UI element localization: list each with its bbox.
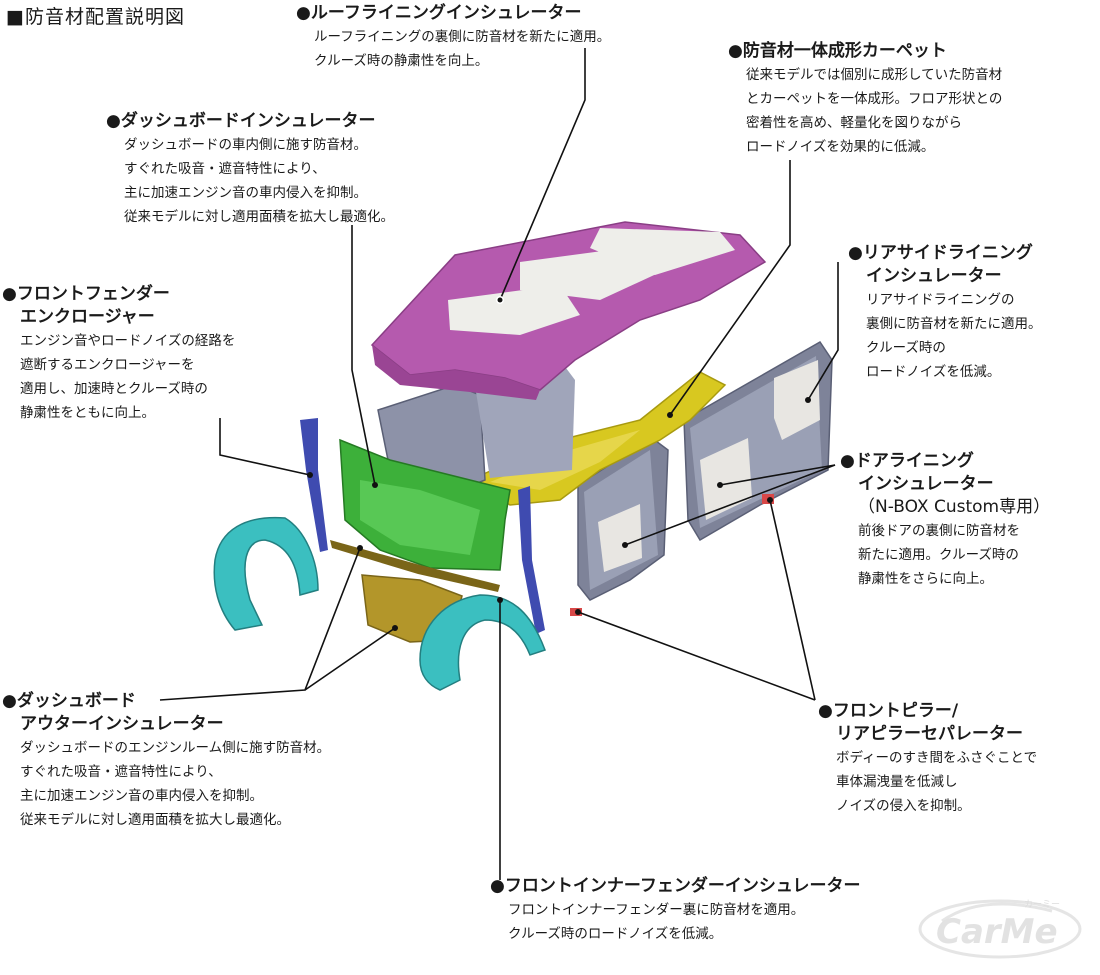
callout-text: すぐれた吸音・遮音特性により、: [124, 161, 326, 177]
callout-text: 新たに適用。クルーズ時の: [858, 547, 1019, 563]
leader-carpet: [669, 160, 791, 416]
callout-heading: ●ダッシュボード: [2, 691, 136, 711]
callout-heading: （N-BOX Custom専用）: [858, 497, 1051, 517]
leader-door-rear: [719, 464, 836, 486]
callout-text: 静粛性をともに向上。: [20, 405, 155, 421]
callout-heading: ●ダッシュボードインシュレーター: [106, 111, 376, 131]
dashboard-insulator: [339, 438, 511, 571]
leader-dash-outer-b: [304, 627, 396, 691]
logo-kana: カーミー: [1024, 899, 1060, 910]
pillar-separator-front: [300, 418, 545, 634]
callout-heading: インシュレーター: [858, 474, 994, 494]
page-title: ■防音材配置説明図: [6, 6, 185, 28]
callout-text: 従来モデルでは個別に成形していた防音材: [746, 67, 1003, 83]
callout-door-lining: ●ドアライニング インシュレーター （N-BOX Custom専用） 前後ドアの…: [840, 450, 1050, 591]
front-inner-fender-insulator: [419, 594, 546, 691]
callout-text: フロントインナーフェンダー裏に防音材を適用。: [508, 902, 805, 918]
callout-rear-side-lining: ●リアサイドライニング インシュレーター リアサイドライニングの 裏側に防音材を…: [848, 242, 1042, 384]
leader-door-front: [624, 464, 836, 546]
callout-text: ロードノイズを低減。: [866, 364, 1001, 380]
callout-heading: ●リアサイドライニング: [848, 243, 1033, 263]
callout-heading: エンクロージャー: [20, 307, 155, 327]
callout-text: 静粛性をさらに向上。: [858, 571, 993, 587]
callout-carpet: ●防音材一体成形カーペット 従来モデルでは個別に成形していた防音材 とカーペット…: [728, 40, 1002, 159]
callout-text: とカーペットを一体成形。フロア形状との: [746, 91, 1003, 107]
callout-text: 前後ドアの裏側に防音材を: [858, 523, 1020, 539]
callout-text: 密着性を高め、軽量化を図りながら: [746, 115, 962, 131]
leader-front-fender: [219, 418, 311, 476]
callout-text: 裏側に防音材を新たに適用。: [866, 316, 1042, 332]
door-lining-front: [577, 437, 669, 601]
callout-text: エンジン音やロードノイズの経路を: [20, 333, 236, 349]
leader-pillar-rear: [769, 499, 816, 701]
roof-lining: [370, 221, 767, 400]
callout-heading: リアピラーセパレーター: [836, 724, 1023, 744]
callout-heading: ●ドアライニング: [840, 451, 974, 471]
callout-pillar-separator: ●フロントピラー/ リアピラーセパレーター ボディーのすき間をふさぐことで 車体…: [818, 700, 1037, 818]
callout-text: 車体漏洩量を低減し: [836, 774, 958, 790]
callout-roof-lining: ●ルーフライニングインシュレーター ルーフライニングの裏側に防音材を新たに適用。…: [296, 2, 610, 73]
callout-dashboard-insulator: ●ダッシュボードインシュレーター ダッシュボードの車内側に施す防音材。 すぐれた…: [106, 110, 394, 229]
callout-heading: ●フロントインナーフェンダーインシュレーター: [490, 876, 861, 896]
callout-heading: ●フロントピラー/: [818, 701, 959, 721]
callout-text: すぐれた吸音・遮音特性により、: [20, 764, 222, 780]
callout-text: 適用し、加速時とクルーズ時の: [20, 381, 208, 397]
leader-lines: [159, 48, 839, 880]
callout-text: ロードノイズを効果的に低減。: [746, 139, 935, 155]
logo-brand: CarMe: [936, 912, 1058, 952]
callout-inner-fender-insulator: ●フロントインナーフェンダーインシュレーター フロントインナーフェンダー裏に防音…: [490, 875, 860, 946]
callout-text: ボディーのすき間をふさぐことで: [836, 750, 1038, 766]
callout-text: ノイズの侵入を抑制。: [836, 798, 971, 814]
callout-text: ルーフライニングの裏側に防音材を新たに適用。: [314, 29, 611, 45]
callout-dashboard-outer-insulator: ●ダッシュボード アウターインシュレーター ダッシュボードのエンジンルーム側に施…: [2, 690, 330, 832]
callout-heading: ●防音材一体成形カーペット: [728, 41, 947, 61]
callout-front-fender-enclosure: ●フロントフェンダー エンクロージャー エンジン音やロードノイズの経路を 遮断す…: [2, 283, 235, 425]
callout-heading: ●フロントフェンダー: [2, 284, 170, 304]
leader-dashboard: [351, 225, 376, 486]
callout-text: リアサイドライニングの: [866, 292, 1015, 308]
callout-text: 従来モデルに対し適用面積を拡大し最適化。: [124, 209, 394, 225]
leader-roof: [499, 48, 586, 301]
callout-text: クルーズ時の静粛性を向上。: [314, 53, 489, 69]
door-lining-rear: [683, 341, 833, 542]
leader-pillar-front: [577, 611, 816, 701]
callout-text: クルーズ時のロードノイズを低減。: [508, 926, 723, 942]
carme-logo: カーミー CarMe: [918, 899, 1082, 959]
callout-text: クルーズ時の: [866, 340, 946, 356]
callout-heading: ●ルーフライニングインシュレーター: [296, 3, 582, 23]
front-fender-enclosure: [213, 516, 319, 631]
callout-heading: アウターインシュレーター: [20, 714, 224, 734]
callout-text: 主に加速エンジン音の車内侵入を抑制。: [124, 185, 367, 201]
callout-text: 遮断するエンクロージャーを: [20, 357, 195, 373]
callout-text: 従来モデルに対し適用面積を拡大し最適化。: [20, 812, 290, 828]
callout-heading: インシュレーター: [866, 266, 1002, 286]
callout-text: ダッシュボードのエンジンルーム側に施す防音材。: [20, 740, 331, 756]
callout-text: ダッシュボードの車内側に施す防音材。: [124, 137, 367, 153]
callout-text: 主に加速エンジン音の車内侵入を抑制。: [20, 788, 263, 804]
leader-rear-side: [807, 262, 839, 401]
